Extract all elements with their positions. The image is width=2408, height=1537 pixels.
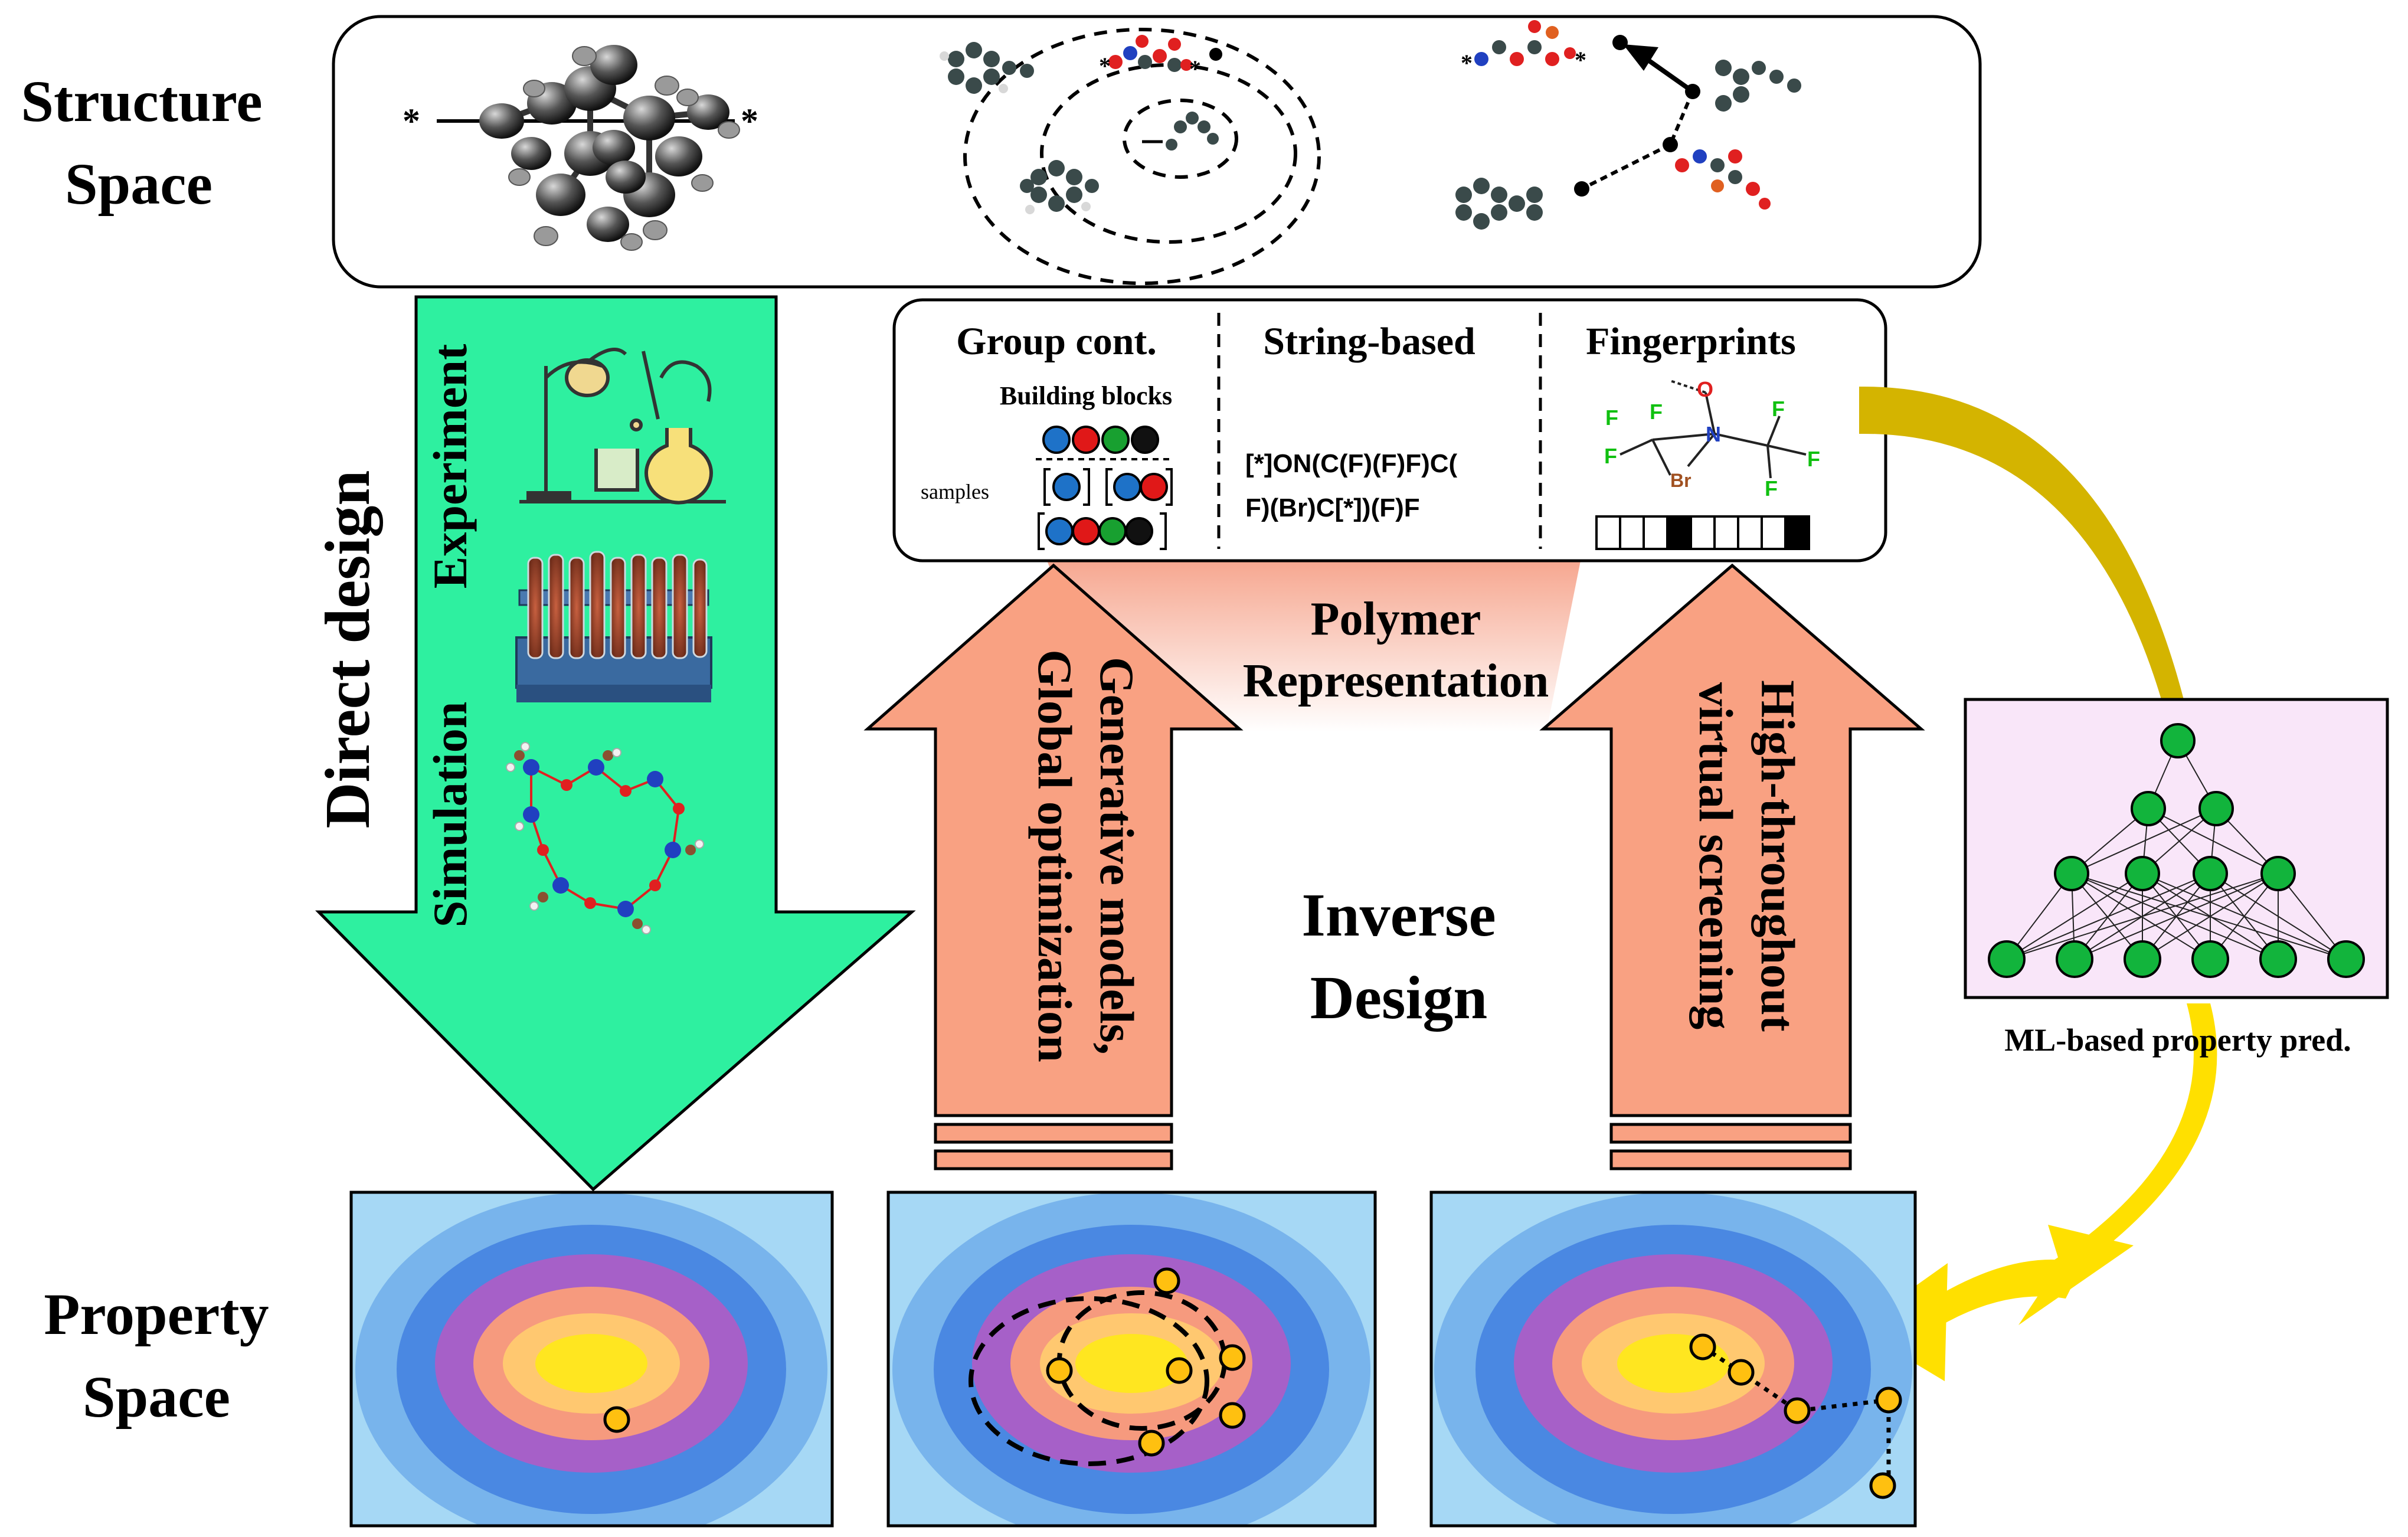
simulation-label: Simulation: [423, 702, 477, 928]
structure-space-panel: * *: [332, 15, 1982, 289]
simulation-molecule-icon: [506, 742, 704, 934]
structure-space-label-line1: Structure: [21, 68, 262, 134]
smiles-string-line2: F)(Br)C[*])(F)F: [1245, 493, 1420, 522]
svg-text:*: *: [1575, 47, 1586, 73]
ml-property-prediction-label: ML-based property pred.: [2004, 1022, 2351, 1058]
sample-combinations: [1038, 468, 1173, 550]
property-space-panel-generative: [886, 1191, 1377, 1528]
svg-text:F: F: [1604, 444, 1617, 468]
ml-model-panel: ML-based property pred.: [1964, 698, 2389, 1058]
svg-text:F: F: [1650, 400, 1663, 424]
svg-text:*: *: [1461, 50, 1473, 76]
polymer-representation-line1: Polymer: [1311, 593, 1481, 645]
generative-models-arrow: Generative models, Global optimization: [863, 563, 1244, 1170]
smiles-string-line1: [*]ON(C(F)(F)F)C(: [1245, 449, 1458, 478]
svg-text:F: F: [1807, 447, 1820, 471]
polymer-representation-line2: Representation: [1243, 655, 1549, 707]
property-space-panel-direct: [349, 1191, 834, 1528]
svg-text:Br: Br: [1670, 470, 1692, 491]
screening-trajectory-molecules: * *: [1455, 20, 1801, 230]
svg-text:F: F: [1765, 476, 1778, 501]
high-throughput-screening-arrow: High-throughout virtual screening: [1539, 563, 1925, 1170]
svg-text:*: *: [403, 102, 420, 140]
generative-models-line1: Generative models,: [1090, 657, 1144, 1055]
svg-text:F: F: [1605, 405, 1618, 430]
concentric-sampling-molecules: * *: [940, 28, 1321, 285]
fingerprint-molecule: F F F F F F O N Br: [1604, 377, 1820, 501]
svg-text:F: F: [1772, 397, 1785, 421]
high-throughput-line1: High-throughout: [1751, 680, 1805, 1031]
svg-text:*: *: [741, 102, 758, 140]
fingerprint-bit-vector: [1595, 515, 1810, 550]
polymer-repeat-unit-molecule: * *: [403, 45, 758, 251]
svg-text:N: N: [1706, 422, 1721, 446]
svg-text:*: *: [1099, 53, 1111, 79]
structure-space-label-line2: Space: [65, 151, 212, 217]
building-blocks-label: Building blocks: [1000, 381, 1172, 410]
high-throughput-line2: virtual screening: [1689, 682, 1743, 1029]
property-space-label-line2: Space: [83, 1364, 230, 1430]
property-space-panel-screening: [1429, 1191, 1917, 1528]
building-blocks-row: [1042, 426, 1159, 454]
string-based-heading: String-based: [1263, 320, 1475, 363]
lab-glassware-icon: [519, 348, 726, 505]
generative-models-line2: Global optimization: [1028, 649, 1082, 1062]
neural-network-nodes: [1988, 723, 2365, 978]
experiment-label: Experiment: [423, 344, 477, 588]
svg-text:O: O: [1697, 377, 1713, 401]
representation-panel: Group cont. Building blocks samples Stri…: [892, 298, 1887, 563]
samples-label: samples: [921, 480, 989, 503]
inverse-design-line1: Inverse: [1301, 881, 1496, 949]
direct-design-arrow: Direct design Simulation Experiment: [313, 295, 916, 1192]
fingerprints-heading: Fingerprints: [1586, 320, 1796, 363]
group-contribution-heading: Group cont.: [956, 320, 1157, 363]
svg-text:*: *: [1189, 55, 1201, 82]
test-tube-rack-icon: [515, 551, 712, 702]
property-space-label-line1: Property: [44, 1281, 269, 1347]
inverse-design-line2: Design: [1310, 964, 1487, 1032]
representation-to-ml-arrow: [1859, 386, 2184, 705]
direct-design-label: Direct design: [313, 470, 383, 829]
ml-to-property-arrow: [1856, 1003, 2217, 1381]
